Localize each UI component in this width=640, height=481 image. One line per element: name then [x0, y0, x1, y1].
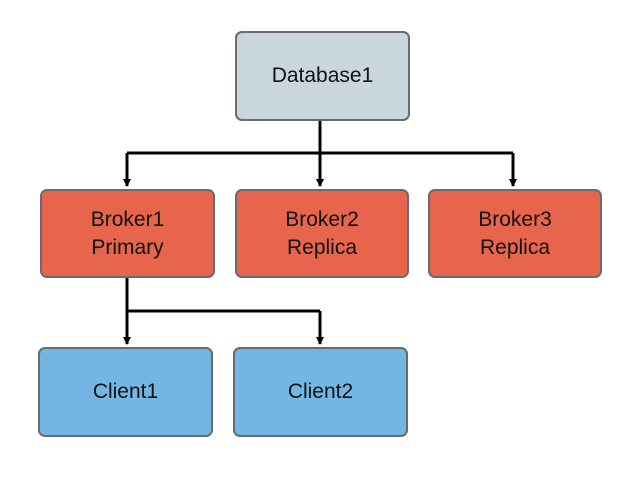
- broker1-node: Broker1 Primary: [40, 189, 215, 278]
- broker3-node: Broker3 Replica: [428, 189, 602, 278]
- broker3-name: Broker3: [478, 207, 552, 231]
- broker1-to-clients-connector: [123, 278, 324, 345]
- client2-node: Client2: [233, 347, 408, 437]
- broker1-role: Primary: [91, 235, 164, 259]
- broker2-name: Broker2: [285, 207, 359, 231]
- broker2-node: Broker2 Replica: [235, 189, 409, 278]
- db-to-brokers-connector: [123, 121, 517, 187]
- client2-label: Client2: [287, 380, 354, 403]
- database1-label: Database1: [271, 64, 374, 87]
- broker2-role: Replica: [286, 235, 358, 259]
- broker1-name: Broker1: [90, 207, 165, 231]
- database1-node: Database1: [235, 31, 410, 121]
- client1-node: Client1: [38, 347, 213, 437]
- client1-label: Client1: [92, 380, 159, 403]
- broker3-role: Replica: [479, 235, 551, 259]
